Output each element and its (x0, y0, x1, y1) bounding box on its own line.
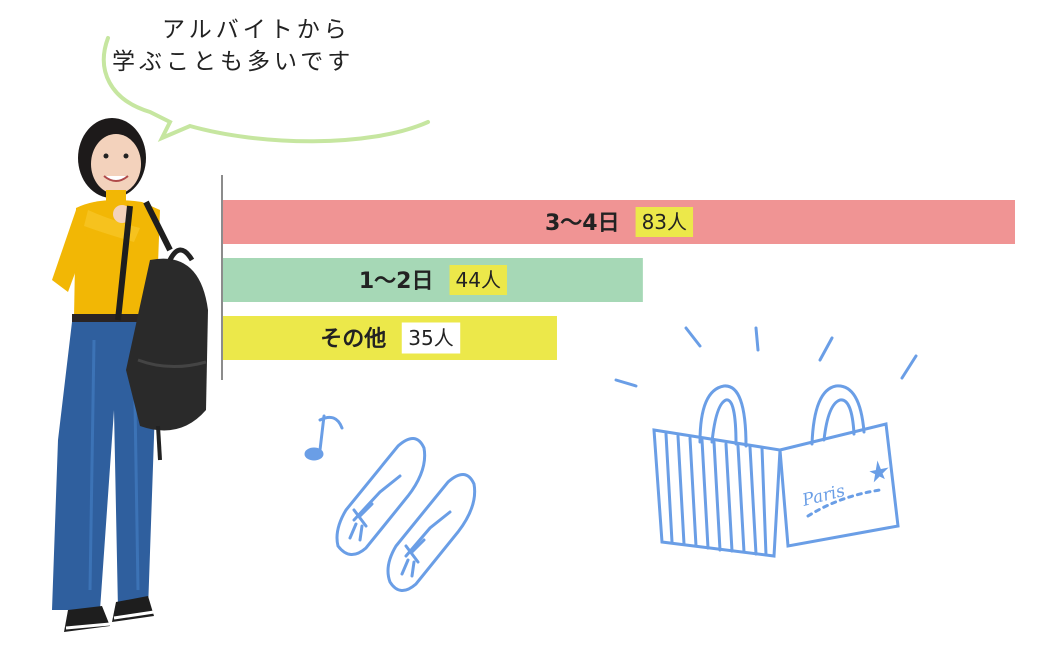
bar-category-label: 3～4日 (545, 211, 620, 236)
shopping-bags-icon (614, 326, 918, 558)
value-label-badge (635, 207, 694, 237)
speech-bubble: アルバイトから 学ぶことも多いです (90, 0, 450, 160)
value-label-badge (401, 322, 461, 354)
speech-bubble-outline (101, 36, 430, 144)
person-icon (52, 118, 208, 632)
speech-line-1: アルバイトから (162, 17, 351, 43)
bar-3 (223, 316, 557, 360)
bar-2 (223, 258, 643, 302)
bar-value-label: 83人 (642, 210, 687, 234)
bar-category-label: その他 (320, 327, 386, 352)
bar-value-label: 44人 (456, 268, 501, 292)
student-photo (30, 110, 230, 660)
value-label-badge (449, 265, 507, 295)
bar-1 (223, 200, 1015, 244)
speech-line-2: 学ぶことも多いです (112, 49, 355, 75)
bar-value-label: 35人 (408, 326, 453, 350)
loafer-shoes-icon (304, 414, 477, 592)
bar-category-label: 1～2日 (359, 269, 434, 294)
doodles: Paris (304, 326, 918, 592)
